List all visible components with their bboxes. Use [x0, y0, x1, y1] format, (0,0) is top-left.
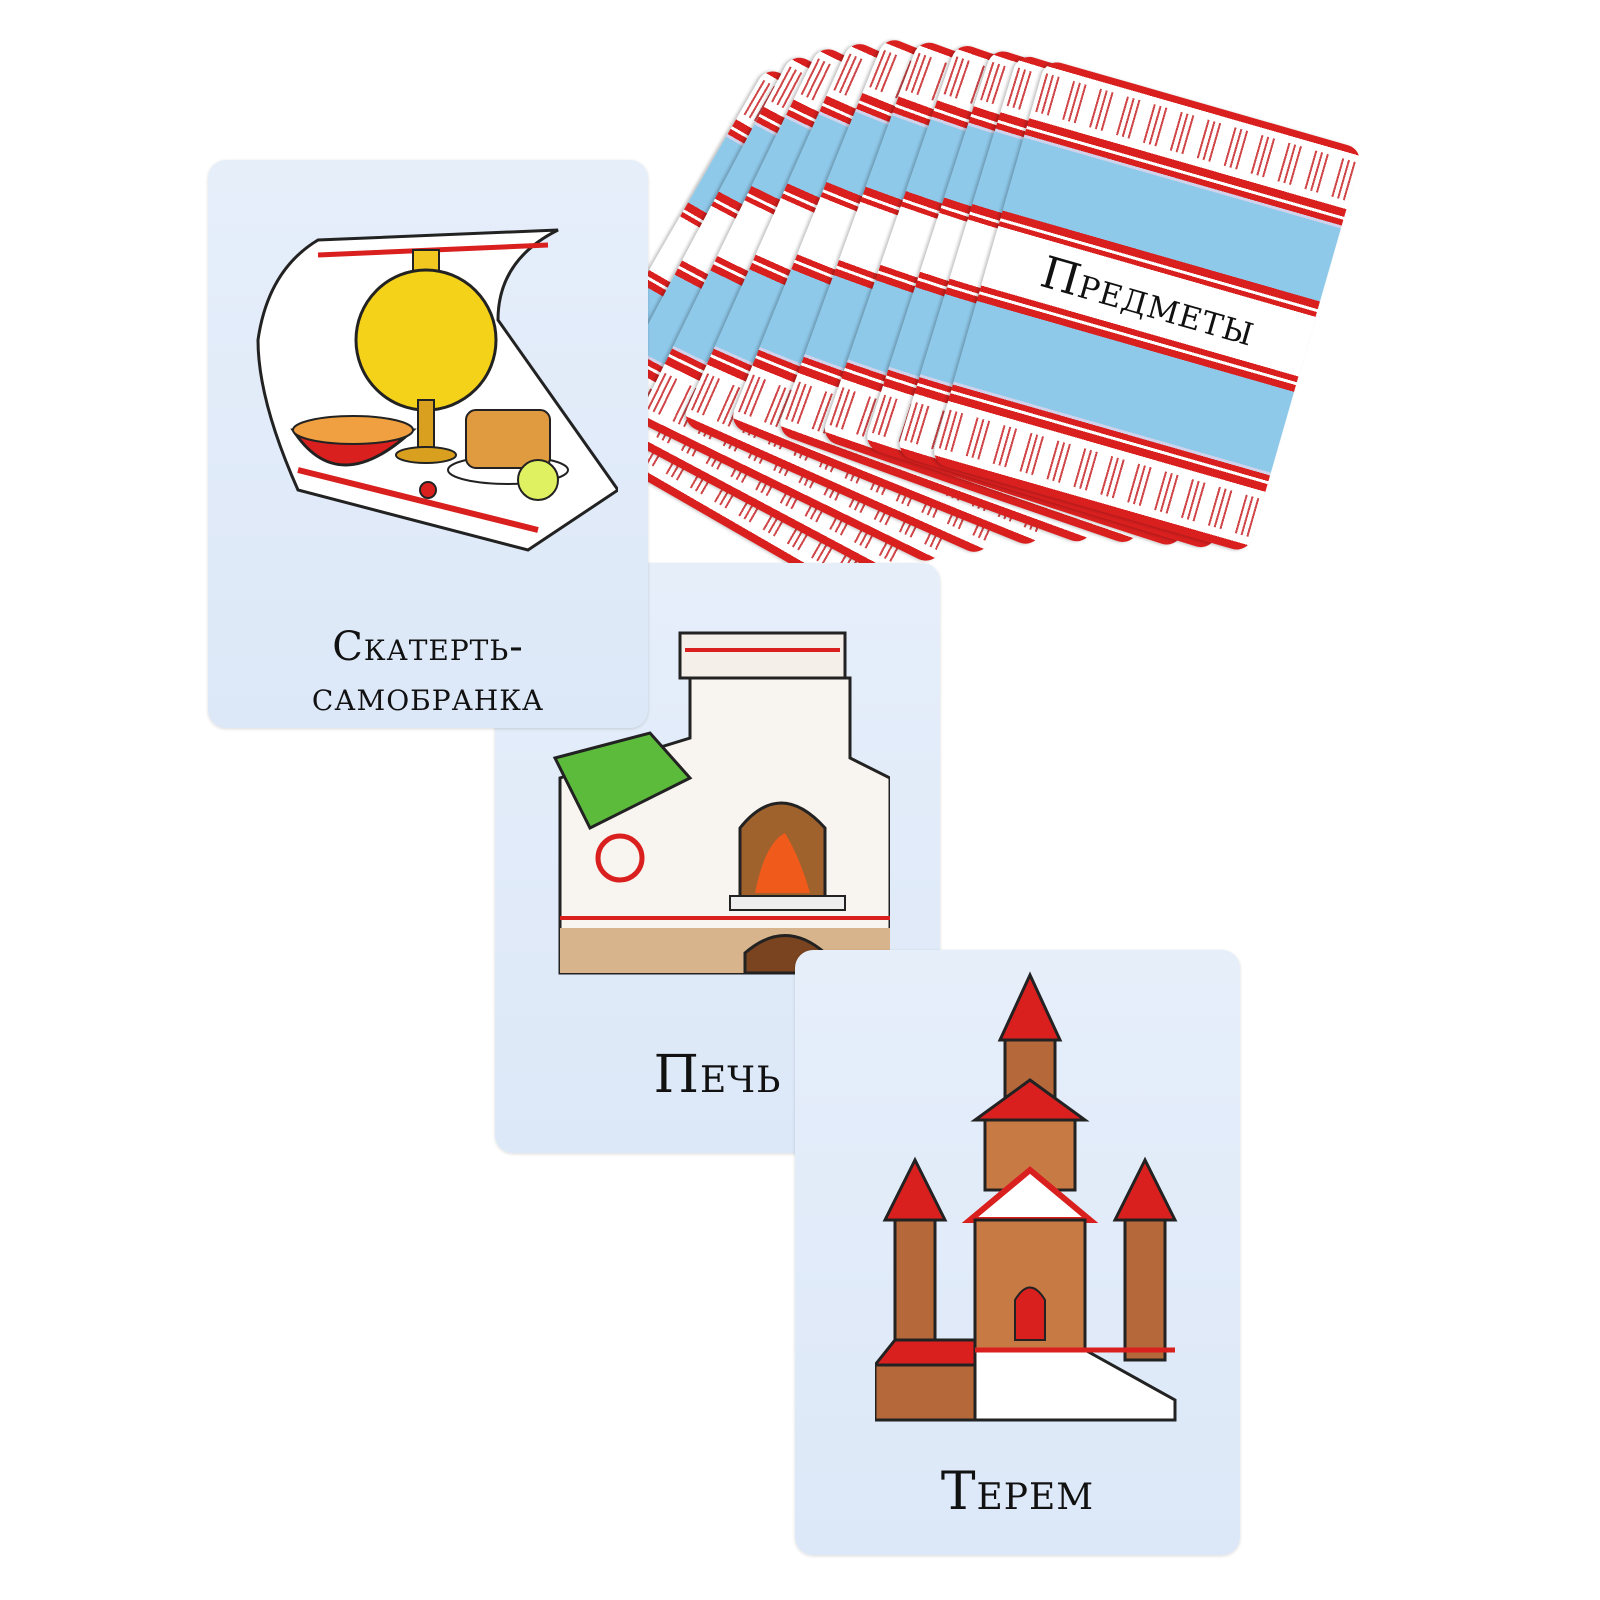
stove-icon — [552, 631, 890, 975]
samovar-tablecloth-icon — [256, 228, 618, 552]
card-terem[interactable]: Терем — [795, 950, 1240, 1555]
card-tablecloth[interactable]: Скатерть- самобранка — [208, 160, 648, 728]
card-label-line1: Скатерть- — [332, 624, 524, 670]
deck-title: Предметы — [1035, 246, 1262, 357]
card-label-line2: самобранка — [311, 674, 545, 720]
card-stove[interactable]: Печь — [495, 563, 940, 1153]
card-label: Печь — [653, 1045, 782, 1105]
tower-house-icon — [875, 971, 1178, 1422]
card-label: Терем — [940, 1462, 1095, 1522]
